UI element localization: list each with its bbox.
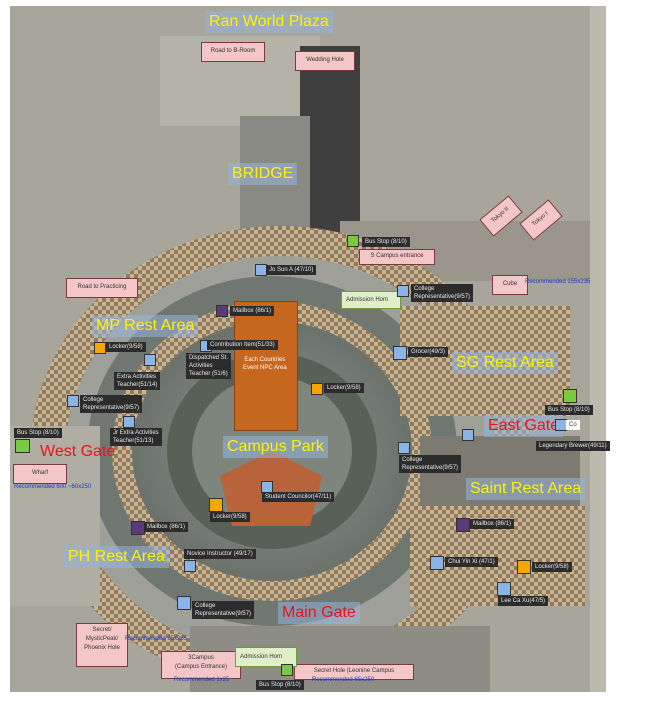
bus-stop-top-marker[interactable] [347,235,359,247]
bus-stop-west-marker[interactable] [15,439,30,453]
chui-yin-xi-marker[interactable] [430,556,444,570]
mailbox-top-label: Mailbox (86/1) [230,306,275,316]
event-npc-area[interactable]: Each Countries Event NPC Area [234,301,298,431]
student-councilor-label: Student Councilor(47/11) [262,492,335,502]
zone-campus-park[interactable]: Campus Park [223,436,328,458]
mailbox-east-label: Mailbox (86/1) [470,519,515,529]
mailbox-west-label: Mailbox (86/1) [144,522,189,532]
college-rep-west-marker[interactable] [67,395,79,407]
bus-stop-top-label: Bus Stop (8/10) [362,237,410,247]
lee-ca-xu-label: Lee Ca Xu(47/5) [498,596,549,606]
zone-mp-rest-area[interactable]: MP Rest Area [92,315,199,337]
zone-west-gate[interactable]: West Gate [40,443,116,460]
place-road-to-practicing[interactable]: Road to Practicing [66,278,138,298]
novice-instructor-label: Novice Instructor (49/17) [184,549,256,559]
extra-activities-label: Extra Activities Teacher(51/14) [114,372,161,390]
place-wedding-hole[interactable]: Wedding Hole [295,51,355,71]
event-npc-area-label: Each Countries Event NPC Area [243,357,287,371]
zone-saint-rest-area[interactable]: Saint Rest Area [466,478,586,500]
college-rep-east-marker[interactable] [398,442,410,454]
recommended-bottom-left: Recommended 1x25 [174,677,230,683]
grocer-label: Grocer(49/3) [408,347,449,357]
jr-extra-marker[interactable] [123,416,135,428]
mailbox-east-marker[interactable] [456,518,470,532]
bus-stop-east-label: Bus Stop (8/10) [545,405,593,415]
place-s-campus-entrance[interactable]: S Campus entrance [359,249,435,265]
mailbox-top-marker[interactable] [216,305,228,317]
bus-stop-bottom-label: Bus Stop (8/10) [256,680,304,690]
mailbox-west-marker[interactable] [131,521,145,535]
college-rep-south-label: College Representative(9/57) [192,601,255,619]
locker-east-marker[interactable] [517,560,531,574]
zone-east-gate[interactable]: East Gate [484,415,564,437]
locker-south-label: Locker(9/58) [210,512,250,522]
college-rep-east-label: College Representative(9/57) [399,455,462,473]
jr-extra-label: Jr Extra Activities Teacher(51/13) [110,428,162,446]
locker-center-label: Locker(9/58) [324,383,364,393]
locker-east-label: Locker(9/58) [532,562,572,572]
place-3campus[interactable]: 3Campus (Campus Entrance) [161,651,241,679]
recommended-south-left: Recommended 95x255 [125,636,188,642]
place-wharf[interactable]: Wharf [13,464,67,484]
zone-ph-rest-area[interactable]: PH Rest Area [64,546,169,568]
dispatched-label: Dispatched St. Activities Teacher (51/6) [186,353,232,379]
locker-mp-label: Locker(9/58) [106,342,146,352]
place-cube[interactable]: Cube [492,275,528,295]
college-rep-top-label: College Representative(9/57) [411,284,474,302]
novice-instructor-marker[interactable] [184,560,196,572]
zone-main-gate[interactable]: Main Gate [278,602,360,624]
bus-stop-east-marker[interactable] [563,389,577,403]
co-east-label: Co [566,420,580,430]
place-secret-mystic-peak[interactable]: Secret/ MysticPeak/ Phoenix Hole [76,623,128,667]
admission-hom-top[interactable]: Admission Hom [341,291,401,309]
college-rep-top-marker[interactable] [397,285,409,297]
recommended-west: Recommended 600 ~60x250 [14,484,92,490]
college-rep-west-label: College Representative(9/57) [80,395,143,413]
admission-hom-bottom[interactable]: Admission Hom [235,647,297,667]
jo-sun-a-label: Jo Sun A (47/10) [266,265,317,275]
recommended-bottom-right: Recommended 65x250 [312,677,375,683]
chui-yin-xi-label: Chui Yin Xi (47/1) [445,557,498,567]
locker-center-marker[interactable] [311,383,323,395]
locker-mp-marker[interactable] [94,342,106,354]
bus-stop-west-label: Bus Stop (8/10) [14,428,62,438]
grocer-marker[interactable] [393,346,407,360]
place-road-to-b-room[interactable]: Road to B-Room [201,42,265,62]
place-secret-hole[interactable]: Secret Hole (Leonine Campus [294,664,414,680]
legendary-brewer-label: Legendary Brewer(49/11) [536,441,610,451]
college-rep-south-marker[interactable] [177,596,191,610]
zone-ran-world-plaza[interactable]: Ran World Plaza [205,11,333,33]
extra-activities-marker[interactable] [144,354,156,366]
lee-ca-xu-marker[interactable] [497,582,511,596]
contribution-item-label: Contribution Item(51/33) [207,340,278,350]
legendary-brewer-marker[interactable] [462,429,474,441]
recommended-east: Recommended 155x235 [525,279,591,285]
aerial-view [10,6,606,692]
zone-bridge[interactable]: BRIDGE [228,163,298,185]
zone-sg-rest-area[interactable]: SG Rest Area [452,352,558,374]
bus-stop-bottom-marker[interactable] [281,664,293,676]
locker-south-marker[interactable] [209,498,223,512]
